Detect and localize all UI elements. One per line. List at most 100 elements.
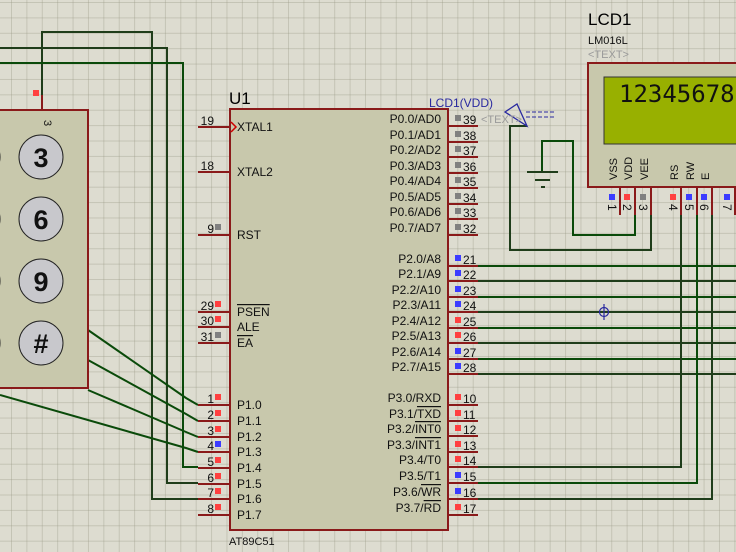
pin-state-indicator [215,488,221,494]
lcd-pin-5[interactable]: 5 [682,187,698,215]
lcd-pin-3[interactable]: 3 [636,187,652,215]
wire-p10[interactable] [87,329,199,406]
pin-number: 3 [207,424,214,438]
pin-label: P3.1/TXD [389,407,441,421]
lcd-pin-7[interactable]: 7 [720,187,736,215]
pin-label: P1.5 [237,477,262,491]
wire-rw[interactable] [478,210,698,484]
wire-e[interactable] [478,210,713,500]
keypad-key[interactable]: 3 [18,134,64,180]
pin-state-indicator [609,194,615,200]
wire-gnd[interactable] [541,140,636,236]
lcd-pin-4[interactable]: 4 [666,187,682,215]
wire-col3-p16[interactable] [41,31,198,500]
lcd-pin-1[interactable]: 1 [605,187,621,215]
mcu-part: AT89C51 [229,536,275,548]
wire-p11[interactable] [87,359,199,422]
pin-label: P0.0/AD0 [390,112,442,126]
pin-state-indicator [455,425,461,431]
ground-icon [527,171,558,188]
wire-p12[interactable] [87,389,199,438]
wire-p14[interactable] [0,62,198,468]
pin-state-indicator [455,441,461,447]
mcu-pin-29[interactable]: 29 PSEN [198,299,270,319]
pin-label: P0.2/AD2 [390,143,442,157]
pin-number: 14 [463,454,477,468]
pin-label: P3.4/T0 [399,453,441,467]
pin-number: 12 [463,423,477,437]
wire-vdd[interactable] [509,125,652,251]
wire-rs[interactable] [478,210,682,468]
clock-icon [230,121,238,133]
pin-number: 4 [666,204,680,211]
pin-number: 29 [201,299,215,313]
pin-number: 30 [201,314,215,328]
pin-label: P1.3 [237,445,262,459]
pin-number: 17 [463,502,477,516]
lcd-pin-2[interactable]: 2 [620,187,636,215]
pin-number: 1 [207,392,214,406]
pin-number: 5 [682,204,696,211]
pin-state-indicator [455,146,461,152]
wire-p15[interactable] [0,47,198,484]
pin-label: P0.7/AD7 [390,221,442,235]
pin-label: P3.6/WR [393,485,441,499]
pin-label: P0.5/AD5 [390,190,442,204]
keypad-key[interactable]: 6 [18,196,64,242]
keypad-key[interactable]: 9 [18,258,64,304]
power-terminal[interactable]: LCD1(VDD) [429,96,555,128]
mcu-pin-14[interactable]: 14 P3.4/T0 [399,453,478,468]
pin-state-indicator [215,224,221,230]
pin-label: PSEN [237,305,270,319]
pin-number: 11 [463,408,476,422]
pin-label: P1.7 [237,508,262,522]
pin-number: 10 [463,392,477,406]
lcd-pin-6[interactable]: 6 [697,187,713,215]
keypad-key[interactable]: # [18,320,64,366]
pin-label: P2.4/A12 [392,314,442,328]
keypad[interactable]: 3 369# [0,90,89,389]
wire-p13[interactable] [0,394,199,453]
mcu-pin-11[interactable]: 11 P3.1/TXD [389,407,478,422]
pin-state-indicator [455,270,461,276]
lcd-pin-label: VDD [623,157,635,180]
